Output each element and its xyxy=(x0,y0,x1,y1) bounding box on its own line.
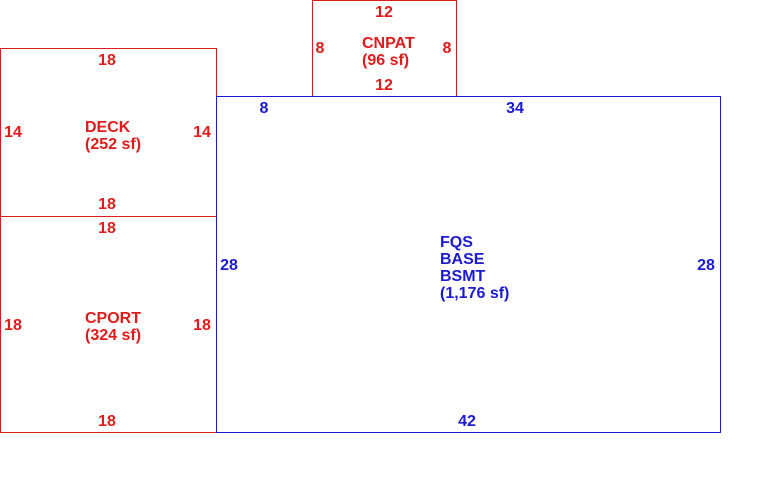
deck-name: DECK xyxy=(85,119,131,136)
deck-top-dimension: 18 xyxy=(98,52,116,69)
cnpat-top-dimension: 12 xyxy=(375,4,393,21)
main-right-dimension: 28 xyxy=(697,257,715,274)
cnpat-left-dimension: 8 xyxy=(316,40,325,57)
cport-area: (324 sf) xyxy=(85,327,141,344)
cnpat-name: CNPAT xyxy=(362,35,415,52)
deck-right-dimension: 14 xyxy=(193,124,211,141)
main-name-line2: BASE xyxy=(440,251,485,268)
cport-bottom-dimension: 18 xyxy=(98,413,116,430)
main-left-dimension: 28 xyxy=(220,257,238,274)
cnpat-bottom-dimension: 12 xyxy=(375,77,393,94)
cnpat-right-dimension: 8 xyxy=(443,40,452,57)
main-top-left-dimension: 8 xyxy=(260,100,269,117)
main-name-line3: BSMT xyxy=(440,268,486,285)
cport-top-dimension: 18 xyxy=(98,220,116,237)
cport-left-dimension: 18 xyxy=(4,317,22,334)
deck-left-dimension: 14 xyxy=(4,124,22,141)
deck-bottom-dimension: 18 xyxy=(98,196,116,213)
deck-area: (252 sf) xyxy=(85,136,141,153)
main-top-right-dimension: 34 xyxy=(506,100,524,117)
main-bottom-dimension: 42 xyxy=(458,413,476,430)
cport-right-dimension: 18 xyxy=(193,317,211,334)
cnpat-area: (96 sf) xyxy=(362,52,409,69)
cport-name: CPORT xyxy=(85,310,141,327)
main-area: (1,176 sf) xyxy=(440,285,509,302)
main-name-line1: FQS xyxy=(440,234,473,251)
main-area-outline xyxy=(216,96,721,433)
